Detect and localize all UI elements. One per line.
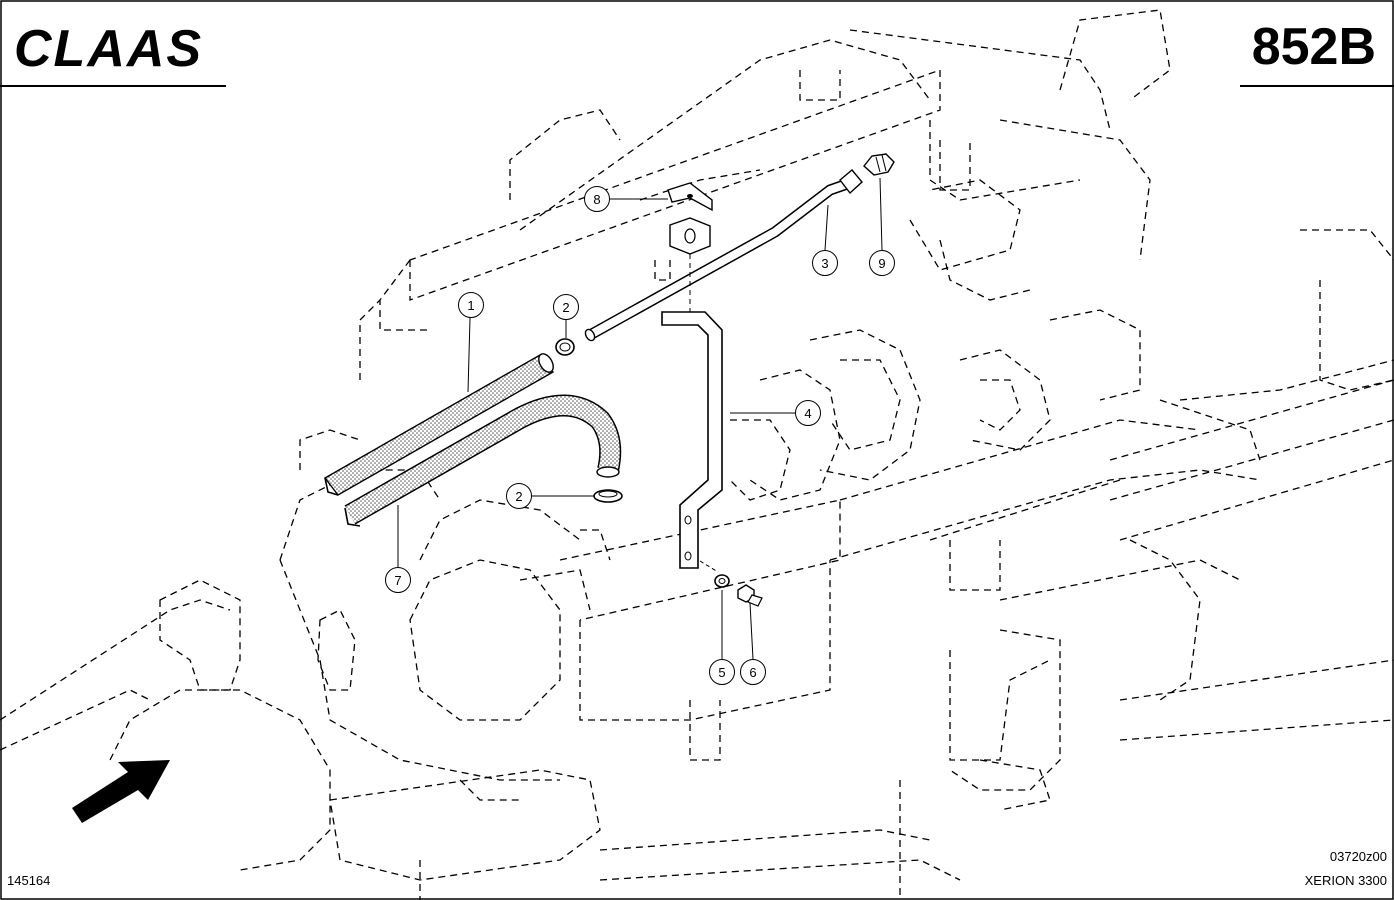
part-8-pipe-clamp [667, 182, 713, 318]
callout-5: 5 [709, 659, 735, 685]
callout-2a: 2 [553, 294, 579, 320]
callout-4: 4 [795, 400, 821, 426]
callout-8-label: 8 [593, 192, 600, 207]
callout-2b-label: 2 [515, 489, 522, 504]
callout-6: 6 [740, 659, 766, 685]
callout-7-label: 7 [394, 573, 401, 588]
callout-2b: 2 [506, 483, 532, 509]
callout-8: 8 [584, 186, 610, 212]
part-3-pipe [584, 169, 863, 342]
direction-arrow-icon [72, 760, 170, 823]
engine-background-outline [0, 9, 1394, 900]
callout-9-label: 9 [878, 256, 885, 271]
image-number: 145164 [7, 873, 50, 888]
part-6-bolt [737, 584, 763, 607]
callout-4-label: 4 [804, 406, 811, 421]
callout-3-label: 3 [821, 256, 828, 271]
part-5-washer [714, 574, 730, 588]
callout-1-label: 1 [467, 298, 474, 313]
drawing-number: 03720z00 [1330, 849, 1387, 864]
part-7-hose [344, 394, 622, 527]
callout-3: 3 [812, 250, 838, 276]
part-4-bracket [661, 311, 723, 573]
part-9-fitting [863, 153, 895, 176]
part-2-clamp-lower [593, 489, 623, 503]
model-name: XERION 3300 [1305, 873, 1387, 888]
part-2-clamp-upper [555, 338, 575, 356]
claas-logo: CLAAS [14, 20, 203, 78]
callout-7: 7 [385, 567, 411, 593]
callout-9: 9 [869, 250, 895, 276]
part-1-hose [323, 353, 555, 496]
callout-1: 1 [458, 292, 484, 318]
callout-2a-label: 2 [562, 300, 569, 315]
callout-5-label: 5 [718, 665, 725, 680]
page-number: 852B [1252, 18, 1376, 76]
callout-6-label: 6 [749, 665, 756, 680]
callout-leaders [397, 177, 883, 660]
